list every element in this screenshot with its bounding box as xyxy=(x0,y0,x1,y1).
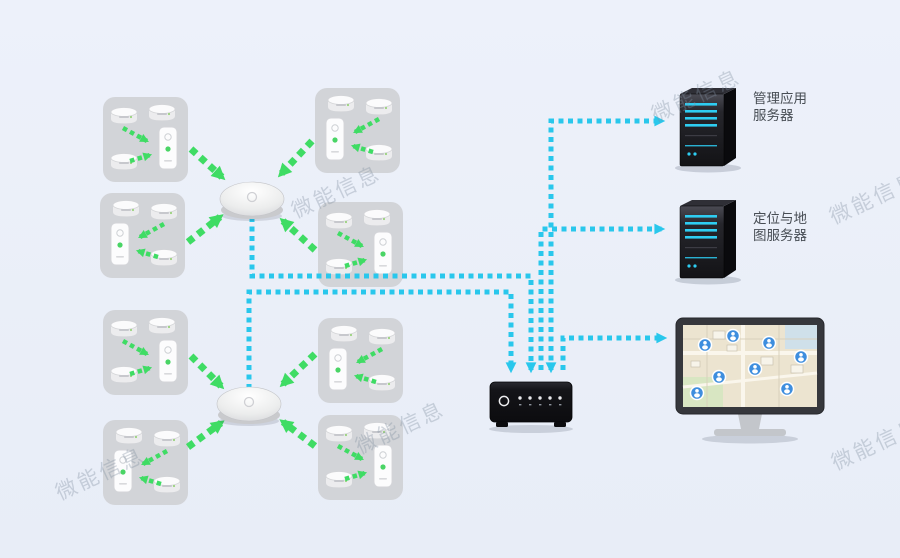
monitor-screen-map xyxy=(682,325,818,407)
network-switch xyxy=(489,381,573,433)
switch-port-marks xyxy=(519,404,562,406)
green-link-7 xyxy=(185,420,225,450)
green-link-8 xyxy=(279,419,318,449)
monitor-map xyxy=(675,317,825,444)
monitor-stand-base xyxy=(714,429,786,436)
server-map xyxy=(674,199,742,285)
power-icon xyxy=(498,395,510,407)
server-map-label: 定位与地 图服务器 xyxy=(753,210,807,244)
server-map-label-line1: 定位与地 xyxy=(753,211,807,226)
data-links xyxy=(246,115,668,389)
beacon-group-5 xyxy=(103,310,188,395)
beacon-uplinks xyxy=(185,138,318,450)
link-ap1-to-switch xyxy=(249,217,537,374)
green-link-5 xyxy=(188,353,225,390)
map-buildings xyxy=(690,330,804,374)
beacon-group-7 xyxy=(103,420,188,505)
green-link-6 xyxy=(279,351,318,388)
beacon-group-2 xyxy=(315,88,400,173)
ap-gateway-2 xyxy=(216,386,282,427)
server-management-label-line2: 服务器 xyxy=(753,108,794,123)
switch-led-row xyxy=(518,396,562,400)
server-map-label-line2: 图服务器 xyxy=(753,228,807,243)
link-ap2-to-switch xyxy=(246,289,517,389)
link-switch-to-monitor xyxy=(560,332,668,370)
server-management-label-line1: 管理应用 xyxy=(753,91,807,106)
beacon-group-6 xyxy=(318,318,403,403)
ap-gateway-1 xyxy=(219,181,285,222)
beacon-group-3 xyxy=(100,193,185,278)
green-link-3 xyxy=(185,214,224,245)
beacon-group-1 xyxy=(103,97,188,182)
server-management-label: 管理应用 服务器 xyxy=(753,90,807,124)
green-link-2 xyxy=(277,138,315,178)
green-link-1 xyxy=(188,146,226,181)
link-switch-to-management-server xyxy=(545,115,666,374)
green-link-4 xyxy=(279,217,318,253)
link-switch-to-map-server xyxy=(538,223,666,370)
server-management xyxy=(674,87,742,173)
monitor-stand-neck xyxy=(738,414,762,429)
beacon-group-8 xyxy=(318,415,403,500)
